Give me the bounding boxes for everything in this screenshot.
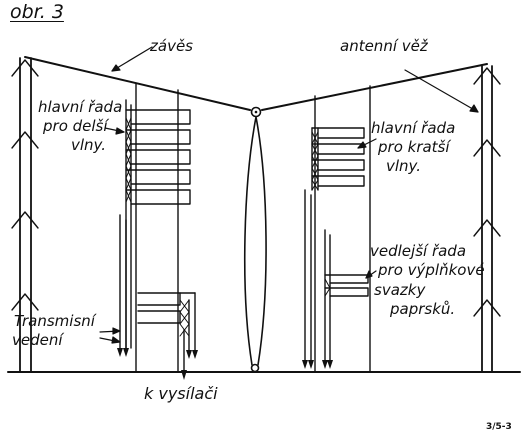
main-row-short-label-3: vlny. — [386, 157, 422, 175]
curtain-wire-left — [24, 56, 251, 111]
main-row-short-label-1: hlavní řada — [371, 119, 456, 137]
feed-line-label-2: vedení — [12, 331, 63, 349]
feed-line-label-1: Transmisní — [14, 312, 95, 330]
right-main-row — [304, 85, 371, 372]
down-arrows — [117, 348, 333, 380]
main-row-long-label-2: pro delší — [43, 117, 108, 135]
left-main-row — [119, 83, 191, 372]
central-pulley — [243, 106, 267, 373]
leader-arrows — [99, 46, 479, 344]
figure-code: 3/5-3 — [486, 422, 512, 432]
tower-label: antenní věž — [340, 37, 428, 55]
transmitter-label: k vysílači — [144, 384, 218, 403]
left-feed-section — [137, 292, 196, 371]
side-row-label-2: pro výplňkové — [378, 261, 485, 279]
side-row-label-4: paprsků. — [390, 300, 456, 318]
main-row-long-label-3: vlny. — [71, 136, 107, 154]
main-row-short-label-2: pro kratší — [378, 138, 450, 156]
side-row-label-1: vedlejší řada — [370, 242, 467, 260]
side-row-label-3: svazky — [374, 281, 426, 299]
left-tower — [11, 57, 39, 372]
right-side-row — [324, 229, 369, 361]
figure-label: obr. 3 — [10, 1, 64, 23]
main-row-long-label-1: hlavní řada — [38, 98, 123, 116]
right-tower — [473, 65, 501, 372]
curtain-wire-right — [261, 63, 488, 111]
curtain-label: závěs — [150, 37, 193, 55]
